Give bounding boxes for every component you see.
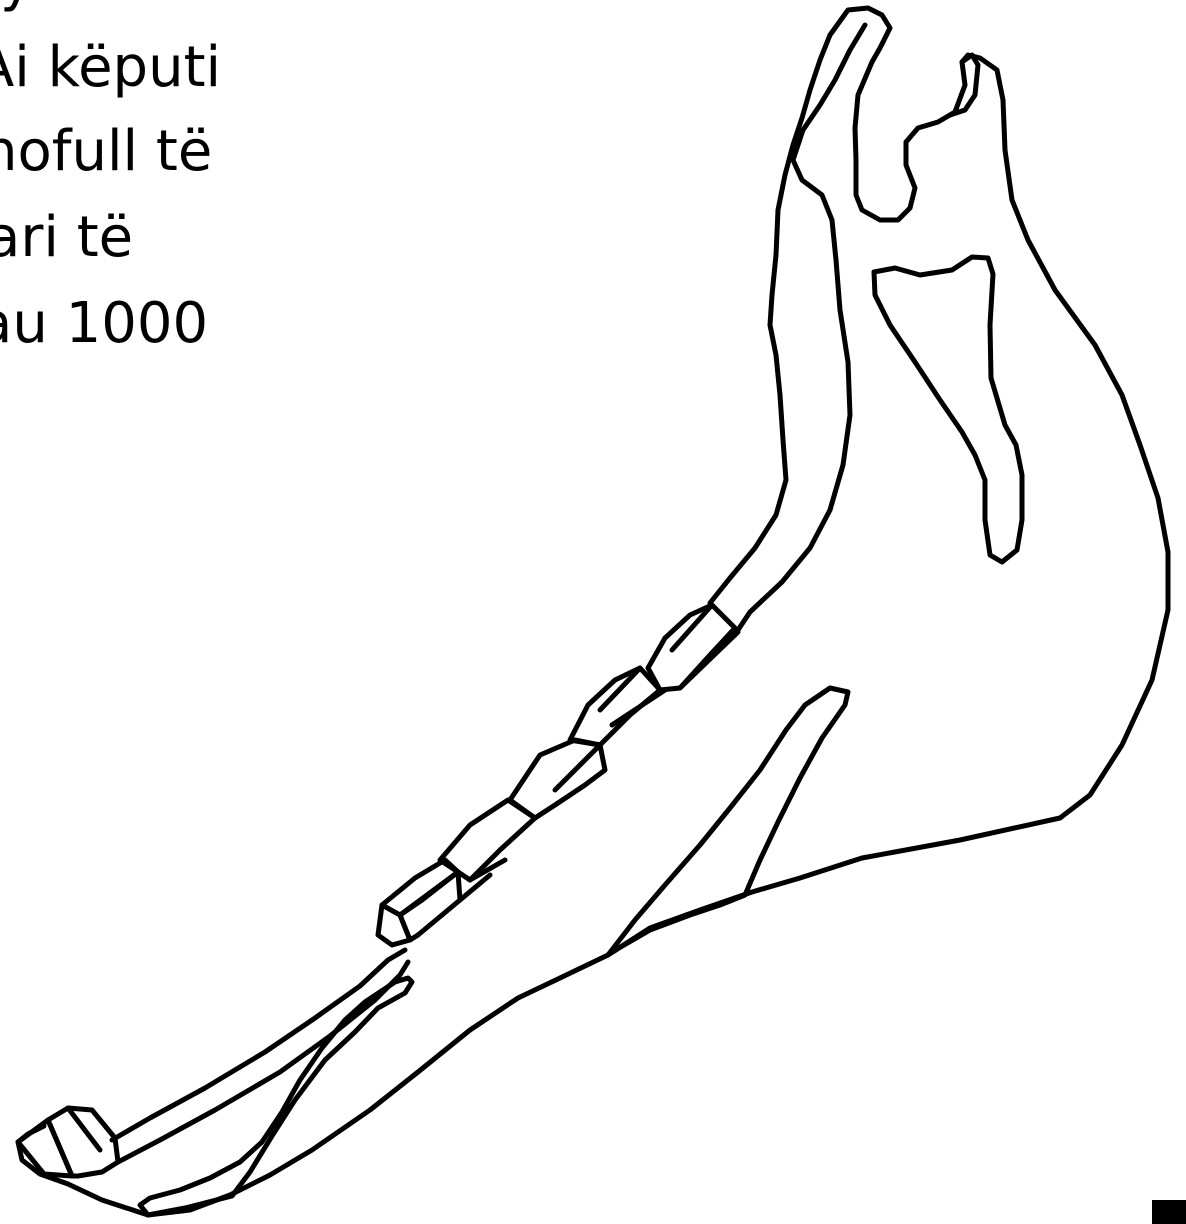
tooth-box-3-edge <box>555 745 600 790</box>
jaw-outer-outline <box>18 8 1168 1215</box>
tooth-box-4-base <box>612 690 665 725</box>
corner-mark <box>1152 1200 1186 1224</box>
tooth-box-1-top <box>382 860 458 915</box>
ramus-foramen <box>874 257 1022 562</box>
inner-ridge-upper <box>608 688 848 955</box>
tooth-box-5-base <box>680 632 738 688</box>
incisor-tooth-block <box>48 1108 118 1176</box>
tooth-row-lower-edge <box>118 962 408 1162</box>
incisor-tooth-front <box>18 1120 72 1176</box>
tooth-box-4 <box>570 668 660 745</box>
tooth-row-upper-edge <box>112 950 405 1140</box>
inner-groove-lower <box>140 978 412 1215</box>
